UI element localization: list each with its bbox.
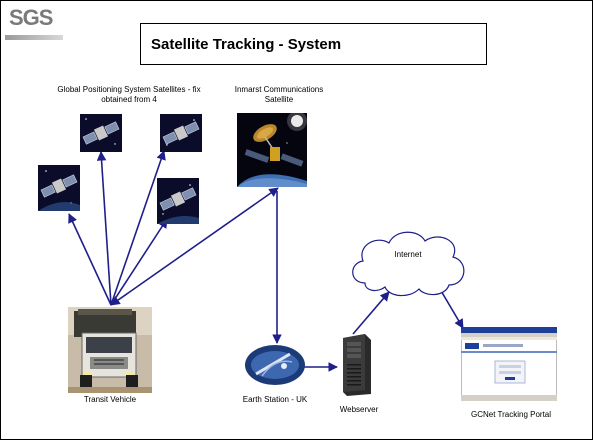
arrow-vehicle-gps-1 [68,213,112,306]
earth-station-image [244,344,306,391]
gps-satellite-4 [157,178,199,229]
ground-station-icon [245,345,305,385]
inmarsat-label: Inmarst Communications Satellite [234,85,324,104]
satellite-icon [160,114,202,152]
web-page-screenshot [460,326,558,402]
earth-station-label: Earth Station - UK [242,395,308,404]
satellite-dish-icon [237,111,307,187]
portal-label: GCNet Tracking Portal [470,410,552,419]
vehicle-label: Transit Vehicle [83,395,137,404]
satellite-icon [80,114,122,152]
arrow-vehicle-gps-4 [110,218,168,306]
title-box: Satellite Tracking - System [140,23,487,65]
gps-satellite-3 [38,165,80,216]
server-tower-icon [343,334,371,396]
gps-label: Global Positioning System Satellites - f… [57,85,201,104]
internet-cloud: Internet [345,223,471,308]
satellite-icon [157,178,199,224]
arrow-webserver-internet [352,291,390,335]
sgs-logo: SGS [9,5,53,30]
webserver-image [339,334,373,401]
arrow-vehicle-inmarsat [110,187,279,306]
portal-screenshot [460,326,558,406]
logo-underline [5,35,63,40]
arrow-vehicle-gps-2 [96,151,112,306]
inmarsat-satellite [237,111,307,192]
transit-vehicle-photo [68,307,152,398]
truck-photo [68,307,152,393]
webserver-label: Webserver [339,405,379,414]
cloud-icon [352,231,465,297]
page-title: Satellite Tracking - System [151,35,342,53]
gps-satellite-1 [80,114,122,157]
gps-satellite-2 [160,114,202,157]
satellite-icon [38,165,80,211]
internet-label: Internet [394,250,422,259]
